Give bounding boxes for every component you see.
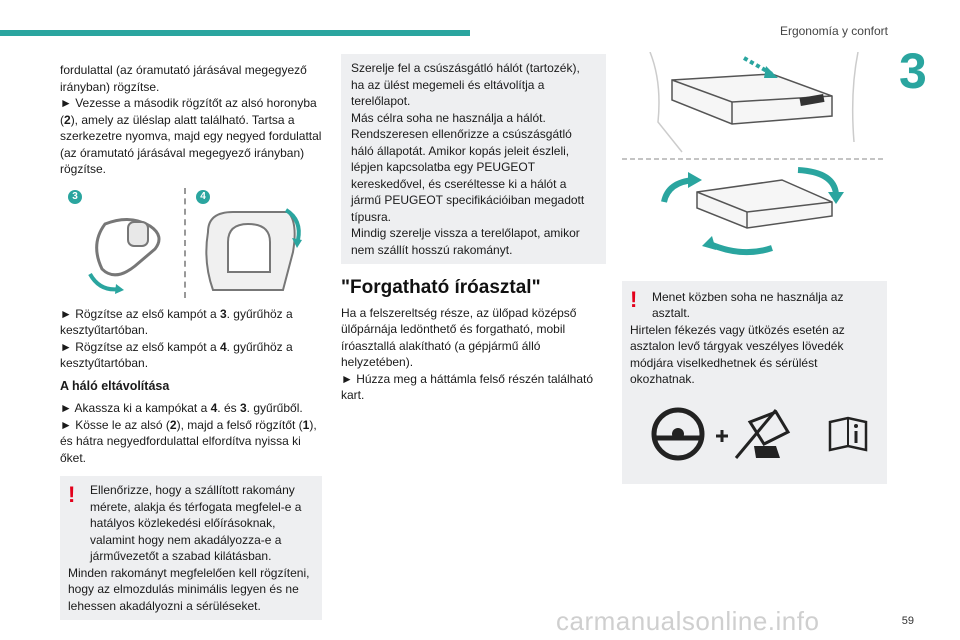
figure-hooks: 3 4 <box>60 187 322 298</box>
header-accent-bar <box>0 30 470 36</box>
info-text: Szerelje fel a csúszásgátló hálót (tarto… <box>351 61 580 108</box>
no-use-while-driving-icon <box>651 407 791 460</box>
column-left: fordulattal (az óramutató járásával mege… <box>60 62 322 620</box>
warning-box: ! Menet közben soha ne használja az aszt… <box>622 280 887 484</box>
figure-badge-4: 4 <box>196 189 210 204</box>
paragraph: ► Rögzítse az első kampót a 3. gyűrűhöz … <box>60 306 322 339</box>
warning-text: Minden rakományt megfelelően kell rögzít… <box>68 565 310 613</box>
text: ► Rögzítse az első kampót a <box>60 339 220 354</box>
text: ), majd a felső rögzítőt ( <box>176 417 303 432</box>
text: ), és hátra negyedfordulattal elfordítva… <box>60 417 317 465</box>
text: ► Rögzítse az első kampót a <box>60 306 220 321</box>
warning-box: ! Ellenőrizze, hogy a szállított rakomán… <box>60 476 322 620</box>
paragraph: ► Akassza ki a kampókat a 4. és 3. gyűrű… <box>60 400 322 417</box>
section-title: Ergonomía y confort <box>779 24 888 38</box>
paragraph: ► Húzza meg a háttámla felső részén talá… <box>341 371 594 403</box>
ring-hook-illustration-4 <box>205 207 302 291</box>
column-middle: Szerelje fel a csúszásgátló hálót (tarto… <box>341 54 606 404</box>
text: ► Akassza ki a kampókat a <box>60 401 211 415</box>
subheading: A háló eltávolítása <box>60 378 170 393</box>
text: . gyűrűhöz a kesztyűtartóban. <box>60 306 293 338</box>
text: . és <box>217 401 240 415</box>
text: fordulattal (az óramutató járásával mege… <box>60 63 307 94</box>
ref-number: 3 <box>219 306 227 321</box>
rotating-desk-illustration <box>622 51 884 256</box>
chapter-number: 3 <box>899 43 927 99</box>
pictogram-row <box>630 402 877 464</box>
ref-number: 3 <box>239 401 247 415</box>
text: ► Vezesse a második rögzítőt az alsó hor… <box>60 96 317 127</box>
section-heading: "Forgatható íróasztal" <box>341 277 541 298</box>
paragraph: Ha a felszereltség része, az ülőpad közé… <box>341 305 577 370</box>
ref-number: 1 <box>302 417 310 432</box>
ref-number: 4 <box>210 401 218 415</box>
paragraph: ► Rögzítse az első kampót a 4. gyűrűhöz … <box>60 339 322 372</box>
text: ), amely az üléslap alatt található. Tar… <box>60 112 322 177</box>
paragraph: ► Kösse le az alsó (2), majd a felső rög… <box>60 417 322 467</box>
column-right: ! Menet közben soha ne használja az aszt… <box>622 51 887 484</box>
figure-divider <box>184 187 186 298</box>
warning-text: Menet közben soha ne használja az asztal… <box>652 289 844 321</box>
warning-text: Hirtelen fékezés vagy ütközés esetén az … <box>630 322 845 387</box>
ref-number: 2 <box>169 417 177 432</box>
text: . gyűrűből. <box>246 401 303 415</box>
ref-number: 2 <box>64 112 71 127</box>
page-number: 59 <box>901 615 914 627</box>
text: . gyűrűhöz a kesztyűtartóban. <box>60 339 293 371</box>
ring-hook-illustration-3 <box>88 217 161 294</box>
text: ► Kösse le az alsó ( <box>60 417 170 432</box>
info-text: Más célra soha ne használja a hálót. Ren… <box>351 110 585 224</box>
info-book-icon <box>828 416 868 452</box>
info-text: Mindig szerelje vissza a terelőlapot, am… <box>351 226 580 257</box>
paragraph: ► Vezesse a második rögzítőt az alsó hor… <box>60 95 322 178</box>
warning-text: Ellenőrizze, hogy a szállított rakomány … <box>90 483 302 563</box>
figure-badge-3: 3 <box>68 189 82 204</box>
warning-icon: ! <box>630 286 638 312</box>
paragraph: fordulattal (az óramutató járásával mege… <box>60 62 322 95</box>
watermark: carmanualsonline.info <box>556 606 820 636</box>
warning-icon: ! <box>68 482 76 507</box>
ref-number: 4 <box>219 339 227 354</box>
info-box: Szerelje fel a csúszásgátló hálót (tarto… <box>341 54 606 264</box>
